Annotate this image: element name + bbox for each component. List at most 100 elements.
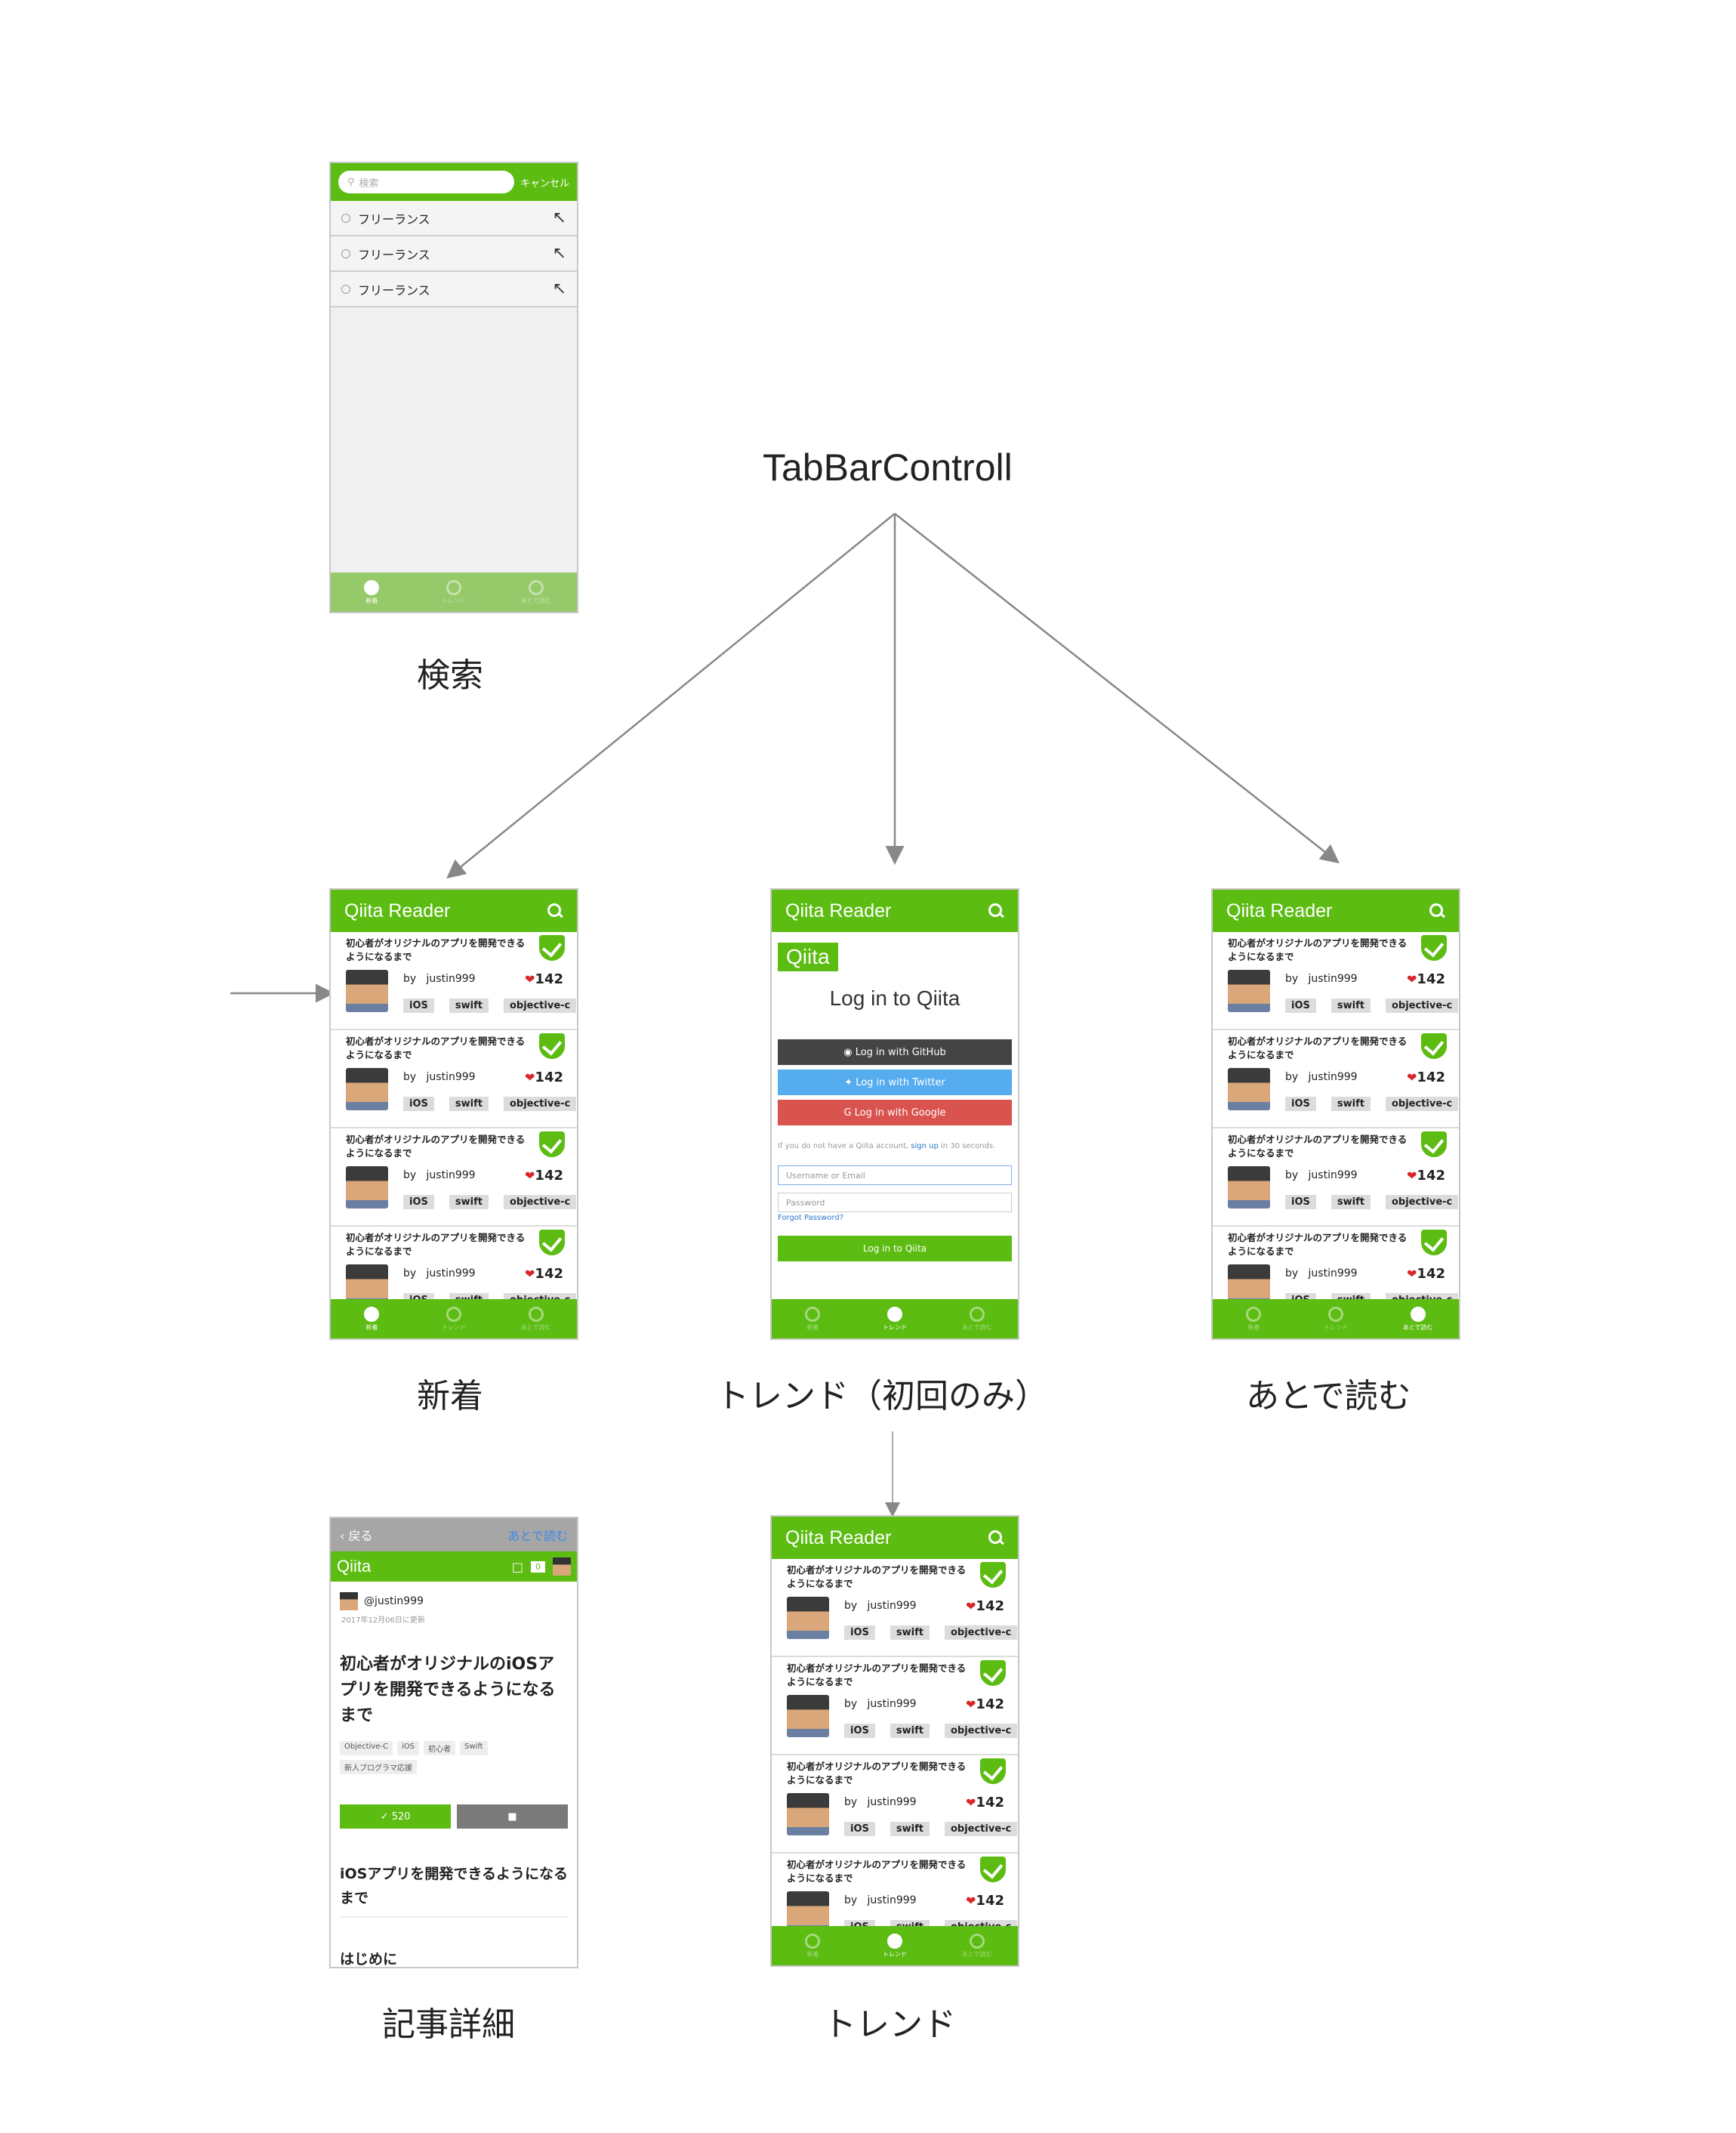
tab-trend[interactable]: トレンド: [854, 1926, 936, 1965]
tab-trend[interactable]: トレンド: [413, 1299, 495, 1338]
history-item[interactable]: フリーランス↖: [331, 272, 577, 307]
checkmark-icon[interactable]: [539, 935, 565, 961]
tag[interactable]: swift: [1331, 999, 1371, 1013]
tag[interactable]: iOS: [403, 999, 434, 1013]
tag[interactable]: objective-c: [1385, 999, 1459, 1013]
tag[interactable]: swift: [449, 999, 489, 1013]
tab-read-later[interactable]: あとで読む: [936, 1299, 1018, 1338]
tag[interactable]: objective-c: [503, 999, 577, 1013]
tag[interactable]: iOS: [844, 1822, 875, 1836]
tag[interactable]: objective-c: [1385, 1097, 1459, 1111]
login-submit-button[interactable]: Log in to Qiita: [778, 1236, 1012, 1261]
arrow-up-left-icon[interactable]: ↖: [552, 244, 566, 263]
tag[interactable]: objective-c: [503, 1195, 577, 1209]
search-icon[interactable]: [547, 903, 563, 919]
signup-link[interactable]: sign up: [911, 1142, 939, 1150]
checkmark-icon[interactable]: [1421, 1131, 1447, 1157]
history-item[interactable]: フリーランス↖: [331, 201, 577, 236]
tab-new[interactable]: 新着: [1213, 1299, 1295, 1338]
search-input[interactable]: ⚲ 検索: [338, 171, 514, 193]
article-author[interactable]: @justin999: [340, 1592, 568, 1610]
tab-read-later[interactable]: あとで読む: [495, 573, 577, 612]
tag[interactable]: Objective-C: [340, 1741, 393, 1755]
search-icon[interactable]: [1429, 903, 1445, 919]
tag[interactable]: objective-c: [944, 1822, 1018, 1836]
tag[interactable]: 初心者: [424, 1741, 456, 1755]
tab-new[interactable]: 新着: [772, 1926, 854, 1965]
tag[interactable]: iOS: [844, 1724, 875, 1738]
cancel-button[interactable]: キャンセル: [520, 177, 569, 190]
tag[interactable]: swift: [1331, 1097, 1371, 1111]
tab-read-later[interactable]: あとで読む: [936, 1926, 1018, 1965]
tag[interactable]: swift: [449, 1195, 489, 1209]
checkmark-icon[interactable]: [980, 1562, 1006, 1588]
tag[interactable]: swift: [1331, 1195, 1371, 1209]
password-field[interactable]: Password: [778, 1193, 1012, 1212]
arrow-up-left-icon[interactable]: ↖: [552, 208, 566, 227]
tag[interactable]: swift: [890, 1625, 930, 1640]
checkmark-icon[interactable]: [1421, 1230, 1447, 1255]
tab-new[interactable]: 新着: [772, 1299, 854, 1338]
folder-icon[interactable]: □: [511, 1559, 523, 1574]
tag[interactable]: 新人プログラマ応援: [340, 1760, 417, 1774]
google-login-button[interactable]: G Log in with Google: [778, 1100, 1012, 1125]
checkmark-icon[interactable]: [539, 1033, 565, 1059]
search-icon[interactable]: [988, 1530, 1004, 1546]
checkmark-icon[interactable]: [980, 1857, 1006, 1882]
back-button[interactable]: ‹ 戻る: [340, 1529, 373, 1543]
tag[interactable]: iOS: [1285, 1195, 1316, 1209]
tag[interactable]: objective-c: [503, 1097, 577, 1111]
arrow-up-left-icon[interactable]: ↖: [552, 279, 566, 298]
stock-button[interactable]: ■: [457, 1804, 568, 1829]
tab-new[interactable]: 新着: [331, 573, 413, 612]
tag[interactable]: swift: [890, 1822, 930, 1836]
tag[interactable]: swift: [890, 1724, 930, 1738]
checkmark-icon[interactable]: [1421, 935, 1447, 961]
tag[interactable]: objective-c: [1385, 1195, 1459, 1209]
like-button[interactable]: ✓ 520: [340, 1804, 451, 1829]
arrow-to-read-later: [894, 513, 1340, 864]
search-icon[interactable]: [988, 903, 1004, 919]
checkmark-icon[interactable]: [980, 1660, 1006, 1686]
history-item[interactable]: フリーランス↖: [331, 236, 577, 272]
checkmark-icon[interactable]: [980, 1758, 1006, 1784]
tag[interactable]: objective-c: [944, 1724, 1018, 1738]
checkmark-icon[interactable]: [1421, 1033, 1447, 1059]
tag[interactable]: iOS: [1285, 1097, 1316, 1111]
tab-new[interactable]: 新着: [331, 1299, 413, 1338]
tab-trend[interactable]: トレンド: [413, 573, 495, 612]
checkmark-icon[interactable]: [539, 1131, 565, 1157]
notification-badge[interactable]: 0: [531, 1560, 545, 1573]
tag[interactable]: iOS: [397, 1741, 420, 1755]
tag[interactable]: iOS: [844, 1625, 875, 1640]
twitter-login-button[interactable]: ✦ Log in with Twitter: [778, 1070, 1012, 1095]
tab-trend[interactable]: トレンド: [854, 1299, 936, 1338]
tab-read-later[interactable]: あとで読む: [1377, 1299, 1459, 1338]
username-field[interactable]: Username or Email: [778, 1165, 1012, 1185]
tag[interactable]: iOS: [403, 1097, 434, 1111]
read-later-button[interactable]: あとで読む: [507, 1529, 568, 1543]
author-name: justin999: [426, 973, 476, 985]
avatar[interactable]: [553, 1557, 571, 1576]
author-name: justin999: [1308, 1267, 1358, 1279]
github-login-button[interactable]: ◉ Log in with GitHub: [778, 1039, 1012, 1065]
tag[interactable]: iOS: [1285, 999, 1316, 1013]
tag[interactable]: iOS: [403, 1195, 434, 1209]
tab-trend[interactable]: トレンド: [1295, 1299, 1377, 1338]
tag[interactable]: Swift: [460, 1741, 488, 1755]
tag[interactable]: objective-c: [944, 1625, 1018, 1640]
tag[interactable]: swift: [449, 1097, 489, 1111]
forgot-password-link[interactable]: Forgot Password?: [778, 1214, 844, 1222]
checkmark-icon[interactable]: [539, 1230, 565, 1255]
tab-read-later[interactable]: あとで読む: [495, 1299, 577, 1338]
